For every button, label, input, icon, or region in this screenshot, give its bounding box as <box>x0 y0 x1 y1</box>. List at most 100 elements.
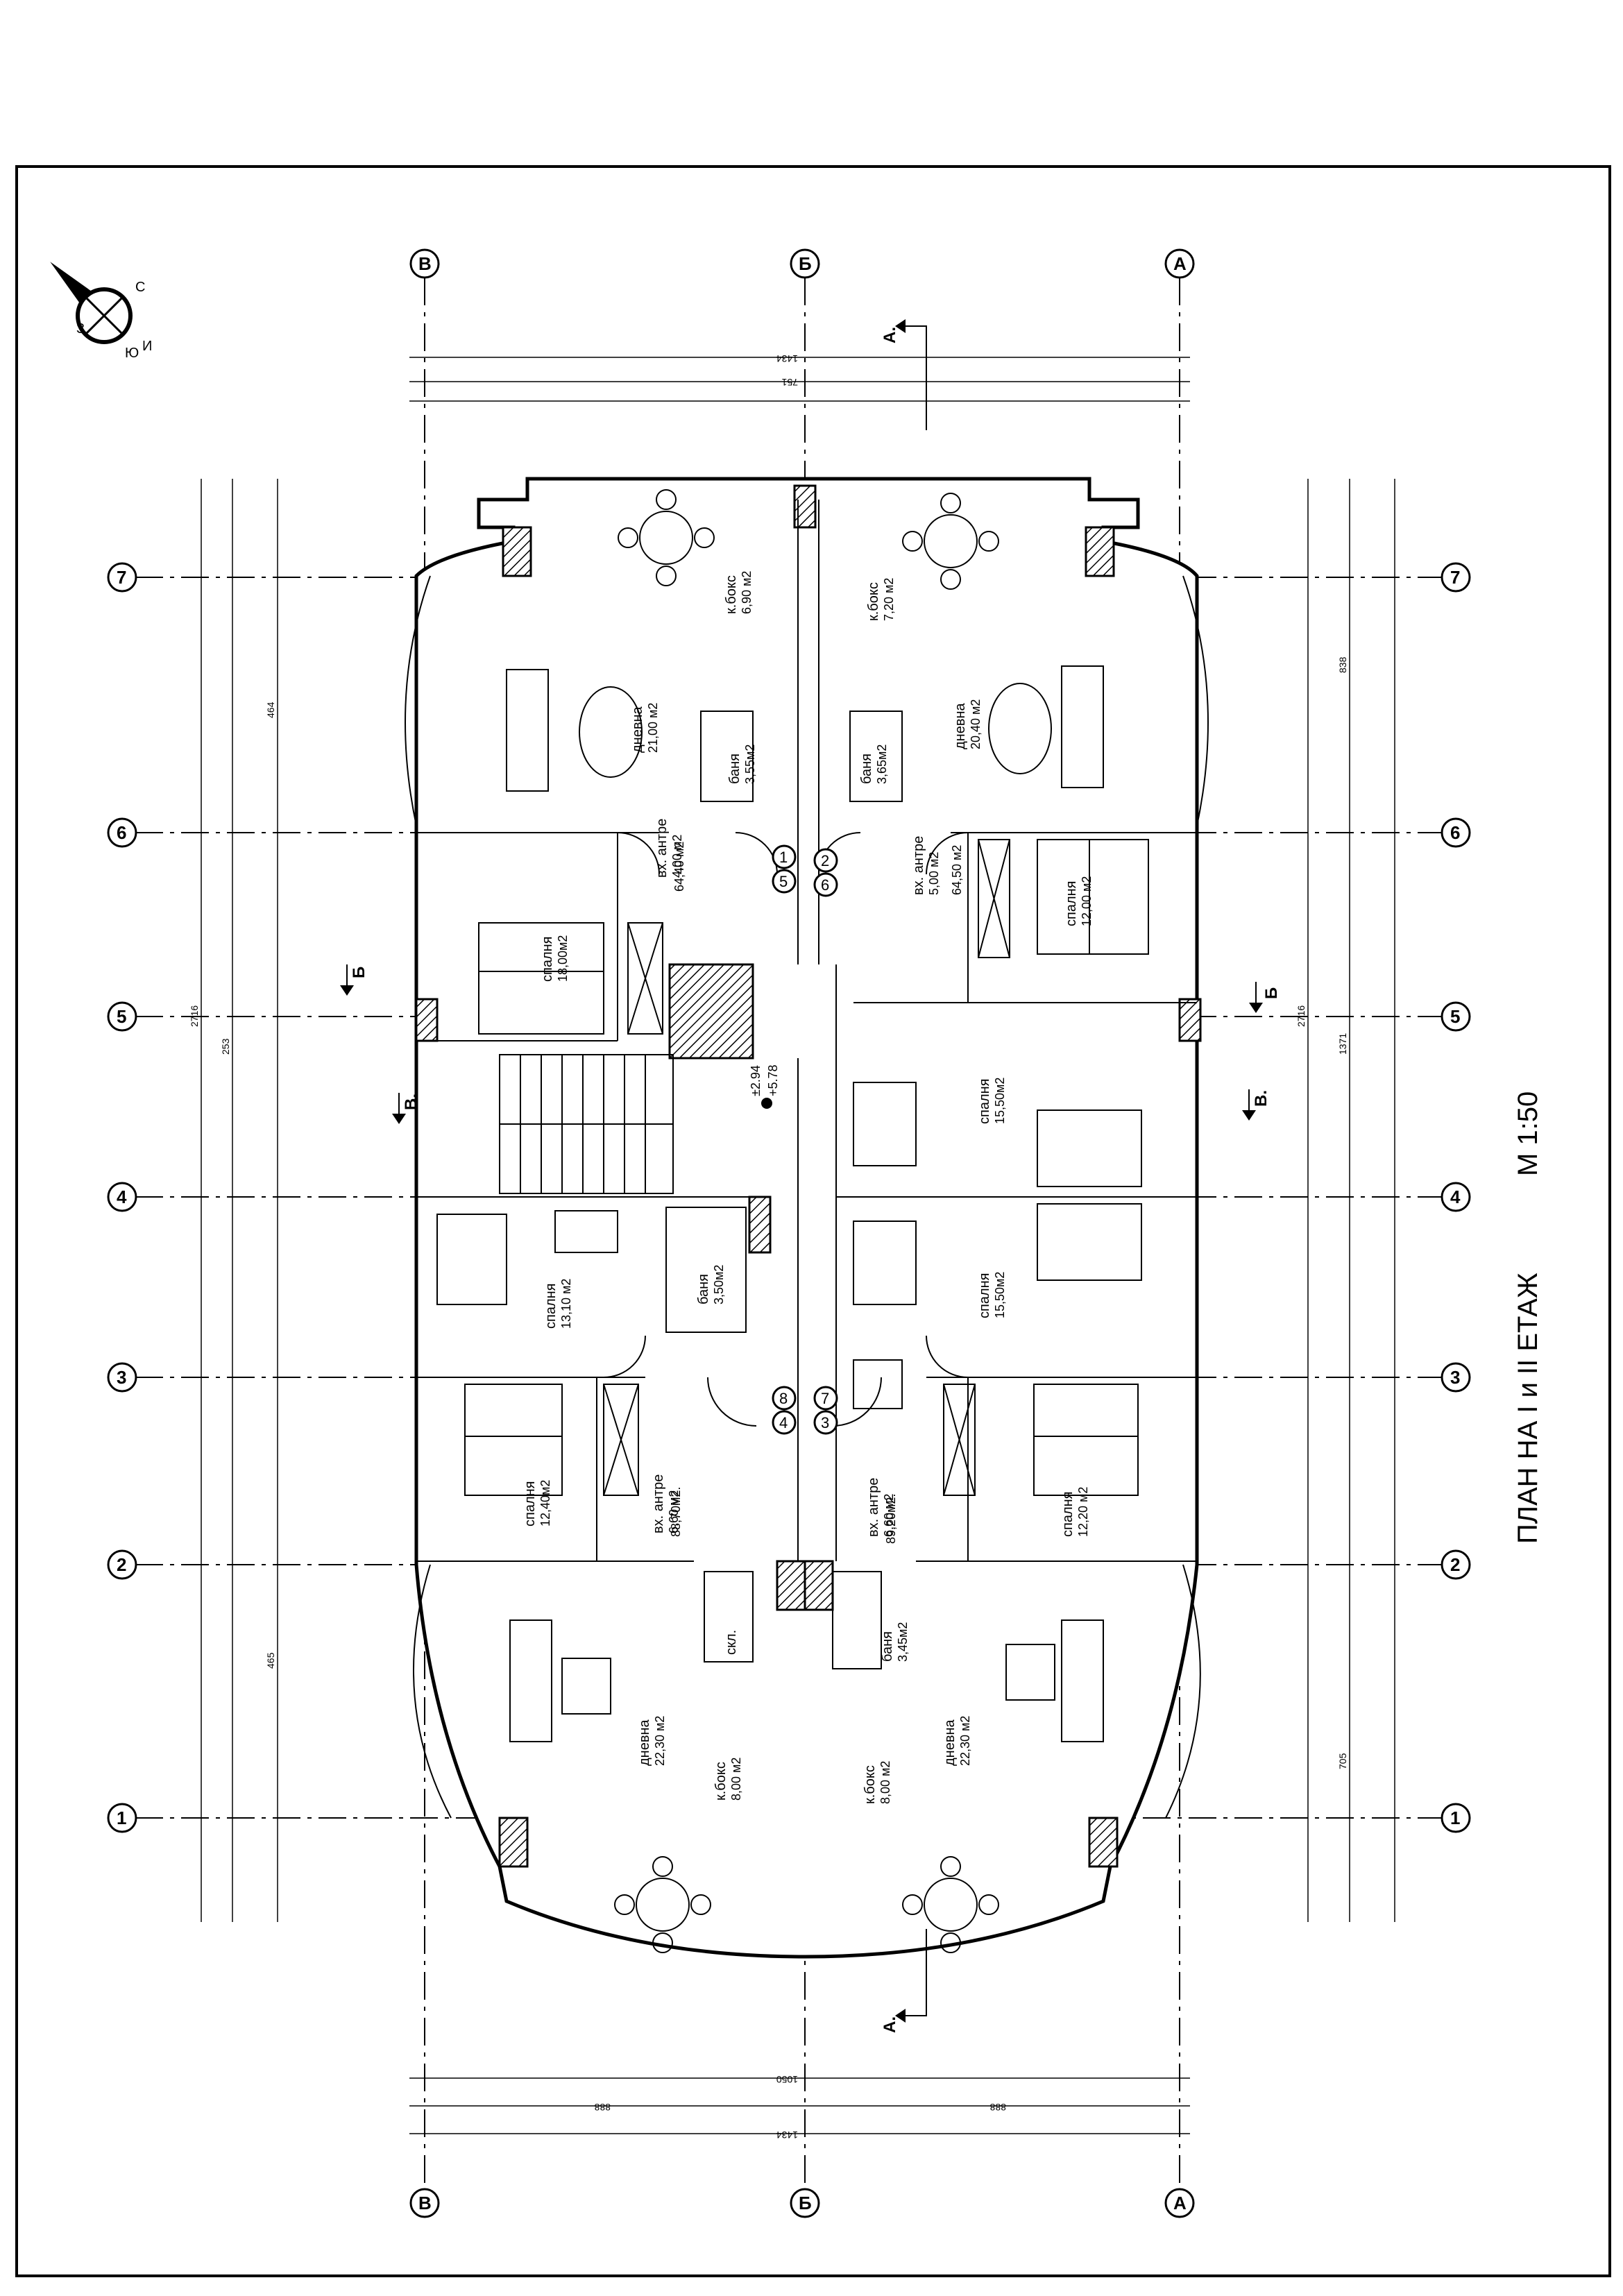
wardrobe-icon <box>603 839 1010 1496</box>
svg-text:89,20м2.: 89,20м2. <box>884 1494 898 1544</box>
svg-text:5,00 м2: 5,00 м2 <box>927 852 941 895</box>
svg-text:253: 253 <box>220 1038 231 1055</box>
svg-text:к.бокс: к.бокс <box>724 575 739 614</box>
grid-bubbles-letters: В Б А В Б А <box>409 248 1195 2218</box>
svg-text:2716: 2716 <box>1295 1005 1307 1027</box>
dining-table-icon <box>614 489 999 1953</box>
svg-text:13,10 м2: 13,10 м2 <box>559 1279 573 1329</box>
elevation-marks: ±2.94 +5.78 <box>749 1064 780 1109</box>
svg-text:888: 888 <box>594 2102 611 2113</box>
apartment-totals: 64,40 м2 64,50 м2 88,70м2. 89,20м2. <box>669 842 964 1544</box>
svg-text:А.: А. <box>881 327 899 343</box>
svg-text:1434: 1434 <box>776 353 798 364</box>
svg-text:спалня: спалня <box>543 1284 559 1329</box>
svg-text:465: 465 <box>265 1652 276 1669</box>
svg-text:1371: 1371 <box>1337 1033 1348 1055</box>
door-swing-icon <box>603 832 969 1427</box>
svg-text:12,20 м2: 12,20 м2 <box>1076 1487 1090 1537</box>
compass-n: С <box>135 280 145 295</box>
svg-text:вх. антре: вх. антре <box>911 836 926 895</box>
svg-text:6: 6 <box>821 876 829 894</box>
svg-text:8,00 м2: 8,00 м2 <box>878 1761 892 1804</box>
svg-text:баня: баня <box>880 1631 895 1662</box>
svg-text:скл.: скл. <box>724 1630 739 1655</box>
svg-text:5: 5 <box>117 1006 126 1027</box>
svg-text:838: 838 <box>1337 656 1348 673</box>
svg-text:1: 1 <box>1450 1808 1460 1828</box>
svg-text:4: 4 <box>1450 1187 1461 1207</box>
svg-text:6: 6 <box>1450 822 1460 843</box>
svg-text:5: 5 <box>1450 1006 1460 1027</box>
svg-text:2: 2 <box>1450 1554 1460 1575</box>
svg-text:15,50м2: 15,50м2 <box>993 1078 1007 1124</box>
svg-text:1434: 1434 <box>776 2129 798 2141</box>
svg-text:22,30 м2: 22,30 м2 <box>958 1716 972 1766</box>
svg-text:7: 7 <box>821 1390 829 1407</box>
svg-text:баня: баня <box>859 754 874 784</box>
svg-text:3,50м2: 3,50м2 <box>712 1265 726 1304</box>
svg-text:В.: В. <box>402 1094 420 1110</box>
svg-text:А.: А. <box>881 2016 899 2033</box>
svg-text:дневна: дневна <box>953 702 968 749</box>
dimension-lines <box>201 357 1395 2134</box>
svg-text:дневна: дневна <box>630 706 645 753</box>
svg-text:спалня: спалня <box>977 1079 992 1125</box>
section-markers: А. А. Б Б В. В. <box>340 319 1281 2033</box>
svg-text:±2.94: ±2.94 <box>749 1065 763 1096</box>
svg-text:15,50м2: 15,50м2 <box>993 1272 1007 1318</box>
svg-text:В: В <box>418 2193 432 2213</box>
svg-text:7: 7 <box>117 567 126 588</box>
svg-text:дневна: дневна <box>942 1719 958 1766</box>
svg-text:18,00м2: 18,00м2 <box>556 935 570 982</box>
svg-text:6: 6 <box>117 822 126 843</box>
svg-text:5: 5 <box>779 873 788 890</box>
svg-text:88,70м2.: 88,70м2. <box>669 1487 683 1537</box>
svg-text:22,30 м2: 22,30 м2 <box>653 1716 667 1766</box>
svg-text:1050: 1050 <box>776 2074 798 2085</box>
svg-text:6,90 м2: 6,90 м2 <box>740 571 754 614</box>
svg-text:2716: 2716 <box>189 1005 200 1027</box>
svg-text:ПЛАН НА I и II ЕТАЖ: ПЛАН НА I и II ЕТАЖ <box>1513 1273 1543 1544</box>
svg-text:12,40м2: 12,40м2 <box>538 1480 552 1527</box>
compass-w: З <box>76 321 85 337</box>
drawing-title: ПЛАН НА I и II ЕТАЖ М 1:50 <box>1513 1091 1543 1544</box>
svg-text:3: 3 <box>117 1367 126 1388</box>
svg-text:к.бокс: к.бокс <box>866 582 881 621</box>
grid-bubbles-right: 1 2 3 4 5 6 7 <box>1441 562 1471 1833</box>
svg-text:к.бокс: к.бокс <box>863 1765 878 1804</box>
svg-text:Б: Б <box>350 967 368 978</box>
svg-text:6,60 м2: 6,60 м2 <box>667 1490 681 1533</box>
svg-text:6,60 м2: 6,60 м2 <box>882 1494 896 1537</box>
svg-text:1: 1 <box>779 849 788 866</box>
svg-text:3,45м2: 3,45м2 <box>896 1622 910 1662</box>
svg-text:20,40 м2: 20,40 м2 <box>969 699 983 749</box>
svg-text:спалня: спалня <box>540 937 555 983</box>
svg-text:баня: баня <box>727 754 742 784</box>
svg-text:21,00 м2: 21,00 м2 <box>646 703 660 753</box>
svg-text:М 1:50: М 1:50 <box>1513 1091 1543 1176</box>
svg-text:спалня: спалня <box>1060 1492 1076 1538</box>
sofa-icon <box>506 665 1104 1742</box>
svg-text:вх. антре: вх. антре <box>654 819 670 878</box>
bed-icon <box>436 839 1149 1496</box>
svg-text:2: 2 <box>821 852 829 869</box>
svg-text:751: 751 <box>781 377 798 388</box>
svg-text:вх. антре: вх. антре <box>651 1474 666 1533</box>
sheet-frame <box>15 165 1611 2277</box>
svg-text:дневна: дневна <box>637 1719 652 1766</box>
svg-text:+5.78: +5.78 <box>766 1064 780 1096</box>
svg-text:Б: Б <box>799 2193 812 2213</box>
svg-text:Б: Б <box>1262 987 1281 999</box>
staircase <box>499 1054 674 1194</box>
svg-text:64,50 м2: 64,50 м2 <box>950 845 964 895</box>
svg-text:В.: В. <box>1252 1090 1271 1107</box>
svg-text:4: 4 <box>779 1414 788 1431</box>
north-arrow-icon <box>50 262 133 344</box>
svg-text:1: 1 <box>117 1808 126 1828</box>
svg-text:4,00 м2: 4,00 м2 <box>670 835 684 878</box>
svg-text:8,00 м2: 8,00 м2 <box>729 1758 743 1801</box>
interior-walls <box>416 500 1197 1669</box>
building-outline <box>405 477 1209 1959</box>
